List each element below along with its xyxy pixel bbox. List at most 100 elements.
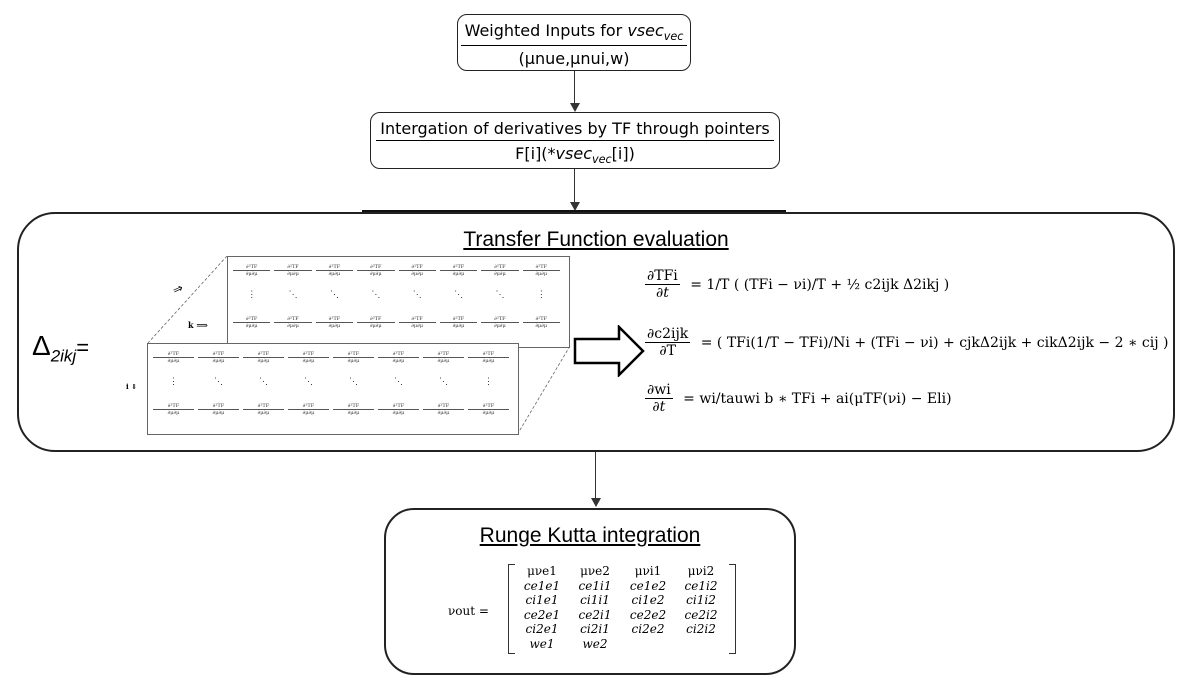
weighted-inputs-params-text: (μnue,μnui,w) bbox=[518, 49, 630, 69]
eq3-lhs-den: ∂t bbox=[652, 399, 666, 415]
formula-sub: vec bbox=[592, 153, 612, 167]
right-bracket bbox=[729, 564, 736, 654]
tensor-back-cell: ∂²TF∂μ∂μ bbox=[315, 316, 354, 329]
formula-prefix: F[i](* bbox=[515, 144, 556, 163]
hollow-arrow-icon bbox=[573, 325, 645, 377]
arrow-3 bbox=[595, 452, 597, 499]
tensor-front-cell: ⋮ bbox=[169, 377, 178, 387]
tensor-back-cell: ∂²TF∂μ∂μ bbox=[522, 316, 560, 329]
eq3-lhs-num: ∂wi bbox=[645, 382, 673, 399]
nu-out-entry: ce2i1 bbox=[578, 607, 612, 622]
weighted-inputs-box: Weighted Inputs for vsecvec (μnue,μnui,w… bbox=[457, 14, 691, 71]
tensor-front-cell: ∂²TF∂μ∂μ bbox=[468, 351, 509, 364]
integration-formula: F[i](*vsecvec[i]) bbox=[371, 144, 779, 166]
tensor-front-cell: ∂²TF∂μ∂μ bbox=[378, 403, 419, 416]
tensor-front-cell: ⋱ bbox=[259, 377, 268, 387]
eq1-rhs: = 1/T ( (TFi − νi)/T + ½ c2ijk Δ2ikj ) bbox=[690, 276, 950, 293]
tensor-front-cell: ∂²TF∂μ∂μ bbox=[468, 403, 509, 416]
nu-out-entry: μνi1 bbox=[634, 564, 662, 578]
tensor-back-cell: ∂²TF∂μ∂μ bbox=[233, 316, 271, 329]
tensor-back-cell: ⋱ bbox=[288, 290, 298, 300]
eq2-lhs: ∂c2ijk∂T bbox=[645, 326, 691, 359]
transfer-function-title: Transfer Function evaluation bbox=[463, 228, 729, 251]
tensor-front-cell: ⋮ bbox=[484, 377, 493, 387]
tensor-front-cell: ∂²TF∂μ∂μ bbox=[333, 403, 374, 416]
nu-out-entry: ce2e1 bbox=[523, 607, 561, 622]
eq2-lhs-den: ∂T bbox=[659, 343, 676, 359]
tensor-front-cell: ∂²TF∂μ∂μ bbox=[243, 403, 284, 416]
tensor-front-cell: ∂²TF∂μ∂μ bbox=[153, 351, 194, 364]
tensor-front-cell: ∂²TF∂μ∂μ bbox=[333, 351, 374, 364]
nu-out-entry: ci1i1 bbox=[580, 593, 610, 607]
weighted-inputs-params: (μnue,μnui,w) bbox=[458, 49, 690, 68]
tensor-back-cell: ∂²TF∂μ∂μ bbox=[522, 264, 560, 277]
tensor-front-face bbox=[147, 343, 519, 435]
tensor-front-cell: ⋱ bbox=[394, 377, 403, 387]
equation-2: ∂c2ijk∂T = ( TFi(1/T − TFi)/Ni + (TFi − … bbox=[645, 326, 1168, 359]
tensor-back-cell: ⋱ bbox=[454, 290, 464, 300]
nu-out-entry: ci2e1 bbox=[525, 622, 559, 636]
tensor-front-cell: ⋱ bbox=[349, 377, 358, 387]
tensor-front-cell: ∂²TF∂μ∂μ bbox=[378, 351, 419, 364]
tensor-back-cell: ⋱ bbox=[412, 290, 422, 300]
equation-1: ∂TFi∂t = 1/T ( (TFi − νi)/T + ½ c2ijk Δ2… bbox=[645, 268, 949, 301]
nu-out-entry: ce1i1 bbox=[578, 578, 612, 593]
tensor-front-cell: ∂²TF∂μ∂μ bbox=[288, 351, 329, 364]
formula-suffix: [i]) bbox=[611, 144, 635, 163]
integration-box: Intergation of derivatives by TF through… bbox=[370, 112, 780, 169]
tensor-back-cell: ∂²TF∂μ∂μ bbox=[398, 264, 436, 277]
tensor-back-cell: ∂²TF∂μ∂μ bbox=[357, 264, 395, 277]
eq3-lhs: ∂wi∂t bbox=[645, 382, 673, 415]
tensor-front-cell: ∂²TF∂μ∂μ bbox=[153, 403, 194, 416]
nu-out-lhs: νout = bbox=[448, 604, 489, 618]
tensor-back-cell: ∂²TF∂μ∂μ bbox=[233, 264, 271, 277]
nu-out-entry: ce1e1 bbox=[523, 578, 561, 593]
tensor-front-cell: ∂²TF∂μ∂μ bbox=[423, 403, 464, 416]
tensor-front-cell: ∂²TF∂μ∂μ bbox=[423, 351, 464, 364]
tensor-back-cell: ∂²TF∂μ∂μ bbox=[315, 264, 354, 277]
tensor-front-cell: ∂²TF∂μ∂μ bbox=[288, 403, 329, 416]
nu-out-entry: ce2i2 bbox=[684, 607, 718, 622]
nu-out-entry: ce2e2 bbox=[629, 607, 667, 622]
delta-symbol: Δ bbox=[32, 330, 51, 361]
delta-equals: = bbox=[76, 335, 90, 360]
nu-out-entry: ci1e2 bbox=[631, 593, 665, 607]
tensor-front-cell: ∂²TF∂μ∂μ bbox=[198, 403, 239, 416]
arrow-2 bbox=[574, 169, 576, 203]
nu-out-entry: ci2i1 bbox=[580, 622, 610, 636]
arrow-1-head bbox=[570, 103, 580, 112]
tensor-back-cell: ⋱ bbox=[371, 290, 381, 300]
label-i: i ⇓ bbox=[126, 382, 137, 391]
arrow-3-head bbox=[591, 498, 601, 507]
tensor-back-cell: ⋮ bbox=[247, 290, 257, 300]
nu-out-entry: ci1i2 bbox=[686, 593, 716, 607]
runge-kutta-box: Runge Kutta integration bbox=[384, 508, 796, 675]
eq2-lhs-num: ∂c2ijk bbox=[645, 326, 691, 343]
tensor-back-cell: ∂²TF∂μ∂μ bbox=[481, 264, 519, 277]
weighted-inputs-title: Weighted Inputs for vsecvec bbox=[460, 21, 688, 47]
transfer-function-box: Transfer Function evaluation bbox=[17, 212, 1175, 452]
arrow-1 bbox=[574, 71, 576, 104]
nu-out-entry: μνi2 bbox=[687, 564, 715, 578]
delta-label: Δ2ikj= bbox=[32, 330, 89, 367]
label-k: k ⟹ bbox=[188, 320, 208, 330]
tensor-back-cell: ∂²TF∂μ∂μ bbox=[274, 316, 312, 329]
nu-out-entry: μνe2 bbox=[580, 564, 610, 578]
tensor-back-cell: ⋱ bbox=[329, 290, 339, 300]
tensor-back-cell: ∂²TF∂μ∂μ bbox=[439, 264, 478, 277]
equation-3: ∂wi∂t = wi/tauwi b ∗ TFi + ai(μTF(νi) − … bbox=[645, 382, 952, 415]
separator-line bbox=[362, 210, 786, 212]
nu-out-entry: ce1i2 bbox=[684, 578, 718, 593]
nu-out-entry: ci2e2 bbox=[631, 622, 665, 636]
nu-out-entry: ci2i2 bbox=[686, 622, 716, 636]
tensor-back-cell: ∂²TF∂μ∂μ bbox=[398, 316, 436, 329]
vsec-sub: vec bbox=[663, 30, 684, 44]
tensor-front-cell: ⋱ bbox=[304, 377, 313, 387]
tensor-back-cell: ∂²TF∂μ∂μ bbox=[357, 316, 395, 329]
nu-out-entry: we2 bbox=[582, 636, 608, 651]
delta-sub: 2ikj bbox=[50, 346, 77, 366]
formula-var: vsec bbox=[555, 144, 592, 163]
nu-out-entry: ce1e2 bbox=[629, 578, 667, 593]
tensor-front-cell: ∂²TF∂μ∂μ bbox=[198, 351, 239, 364]
eq1-lhs: ∂TFi∂t bbox=[645, 268, 680, 301]
